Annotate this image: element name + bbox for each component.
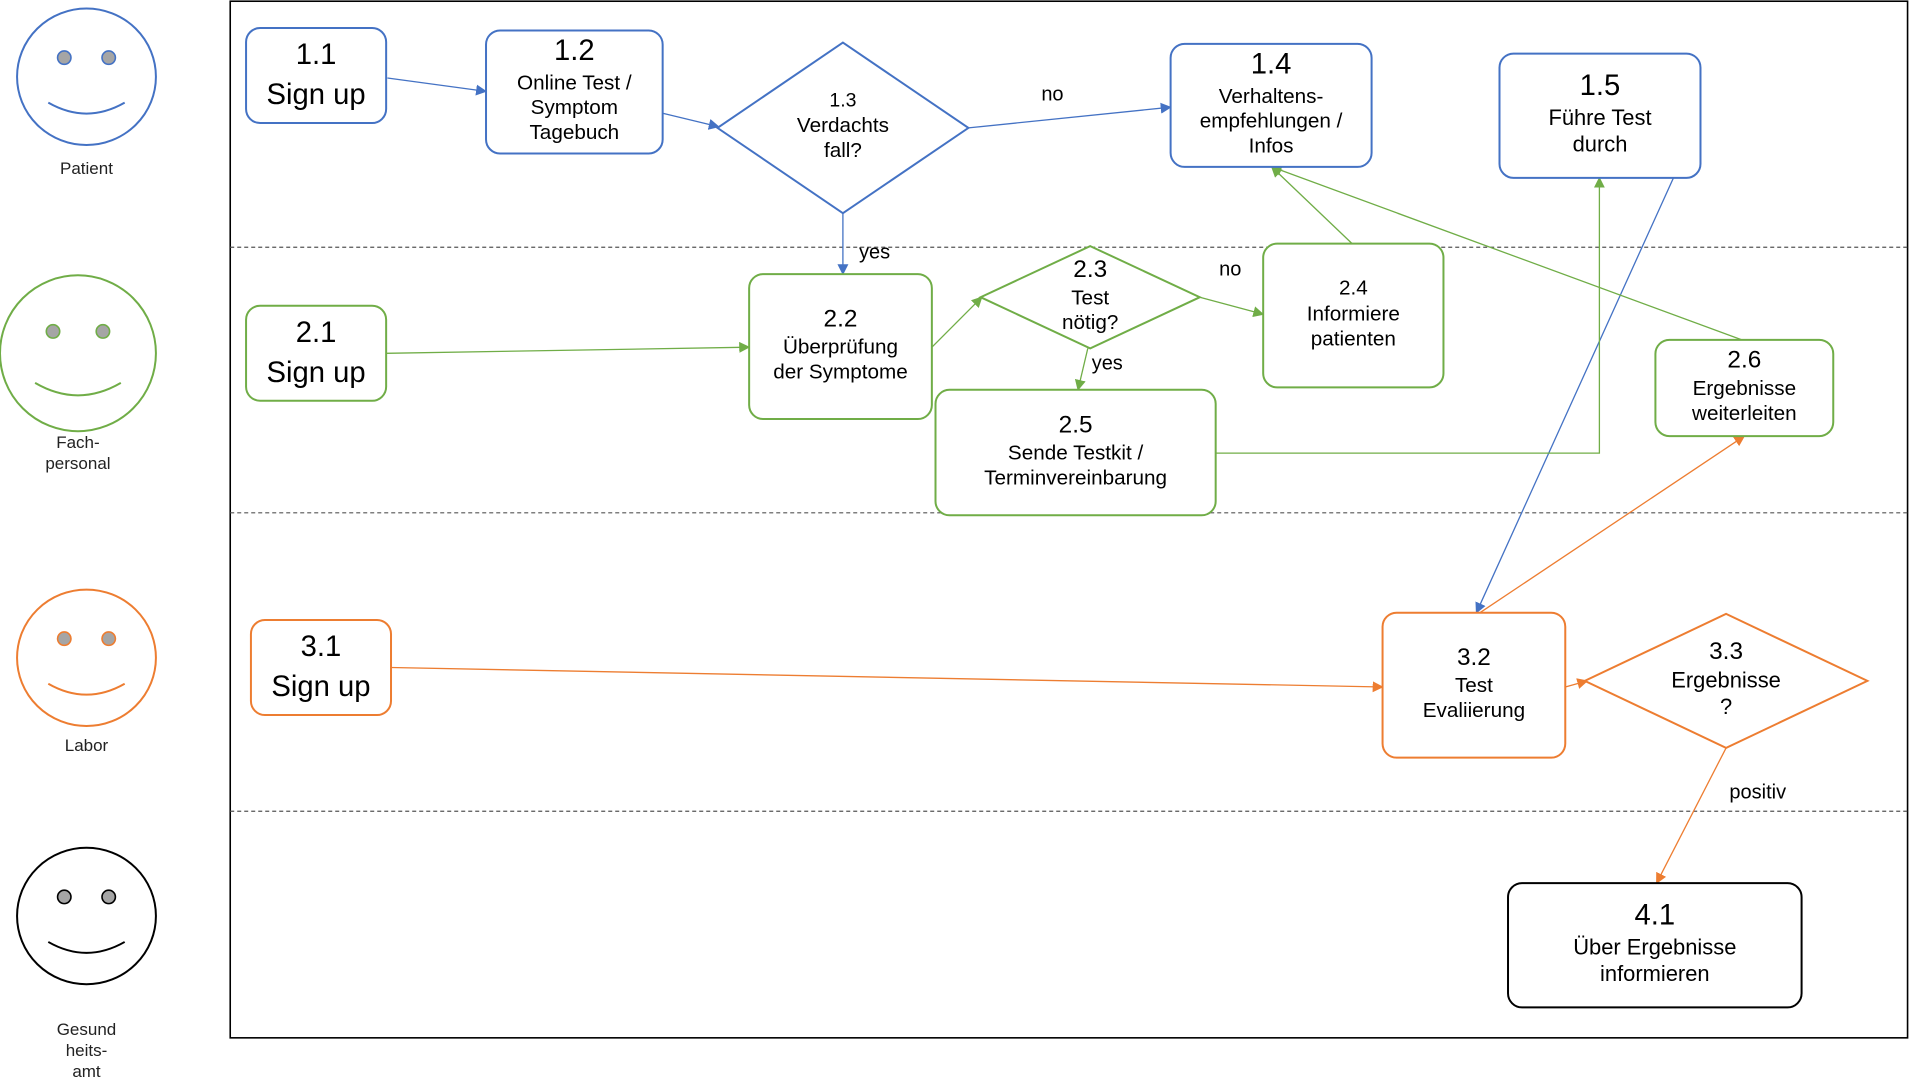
- edge-1.2-to-1.3: [662, 112, 720, 130]
- node-diamond: [978, 244, 1203, 350]
- node-box: [1381, 611, 1567, 759]
- node-id: 2.3: [1073, 256, 1107, 283]
- node-id: 2.1: [296, 317, 337, 349]
- node-id: 1.1: [296, 39, 337, 71]
- edge-label-positiv: positiv: [1729, 781, 1786, 803]
- node-text: Sende Testkit /Terminvereinbarung: [984, 442, 1167, 490]
- node-box: [1169, 42, 1373, 168]
- actor-fach: Fach-personal: [0, 274, 157, 473]
- lane-border: [229, 0, 1909, 1039]
- node-id: 2.4: [1339, 277, 1368, 300]
- edge-2.2-to-2.3: [931, 296, 983, 348]
- edge-label-no: no: [1041, 83, 1063, 105]
- actor-label: Fach-personal: [45, 433, 110, 473]
- node-id: 2.5: [1059, 411, 1093, 438]
- node-box: [249, 619, 393, 717]
- actor-label: Labor: [65, 736, 109, 755]
- node-id: 3.2: [1457, 644, 1491, 671]
- node-id: 2.6: [1727, 347, 1761, 374]
- edge-3.2-to-2.6: [1479, 435, 1746, 614]
- edge-label-yes: yes: [859, 242, 890, 264]
- smiley-face-icon: [16, 588, 157, 727]
- edge-2.5-to-1.5: [1215, 176, 1605, 454]
- actor-labor: Labor: [16, 588, 157, 755]
- actor-label: Patient: [60, 159, 113, 178]
- edge-label-no: no: [1219, 259, 1241, 281]
- node-text: Sign up: [267, 79, 366, 111]
- edge-1.3-to-1.4: [968, 102, 1172, 129]
- node-diamond: [715, 41, 971, 215]
- node-box: [1507, 882, 1803, 1009]
- node-id: 4.1: [1634, 899, 1675, 931]
- actor-patient: Patient: [16, 7, 157, 178]
- node-text: Ergebnisse?: [1671, 668, 1781, 719]
- edge-3.3-to-4.1: [1656, 747, 1727, 885]
- edge-1.1-to-1.2: [387, 77, 488, 96]
- node-id: 2.2: [824, 305, 858, 332]
- node-text: Sign up: [271, 671, 370, 703]
- node-id: 3.1: [301, 631, 342, 663]
- node-text: Verhaltens-empfehlungen /Infos: [1200, 85, 1343, 158]
- node-id: 1.5: [1580, 70, 1621, 102]
- node-box: [934, 388, 1217, 517]
- node-box: [1498, 52, 1702, 179]
- smiley-face-icon: [0, 274, 157, 433]
- edge-2.1-to-2.2: [386, 341, 751, 354]
- node-id: 3.3: [1709, 638, 1743, 665]
- node-id: 1.4: [1251, 49, 1292, 81]
- edge-3.1-to-3.2: [390, 666, 1384, 693]
- edge-2.3-to-2.4: [1199, 296, 1265, 318]
- edge-1.5-to-3.2: [1475, 117, 1702, 614]
- edge-2.4-to-1.4: [1270, 166, 1353, 245]
- node-diamond: [1582, 612, 1870, 750]
- edge-2.6-to-1.4: [1270, 165, 1743, 341]
- node-box: [485, 29, 664, 155]
- edge-2.3-to-2.5: [1074, 348, 1089, 391]
- node-box: [1262, 242, 1445, 389]
- smiley-face-icon: [16, 846, 157, 986]
- edge-3.2-to-3.3: [1565, 678, 1589, 689]
- flow-edges: no yes no yes positiv: [386, 77, 1786, 885]
- lane-frame: [229, 0, 1909, 1039]
- node-box: [245, 304, 388, 402]
- smiley-face-icon: [16, 7, 157, 146]
- node-box: [1654, 338, 1835, 438]
- node-text: Sign up: [267, 357, 366, 389]
- edge-label-yes: yes: [1092, 352, 1123, 374]
- node-id: 1.3: [829, 90, 856, 112]
- node-id: 1.2: [554, 35, 595, 67]
- node-box: [748, 273, 933, 421]
- node-box: [245, 27, 388, 125]
